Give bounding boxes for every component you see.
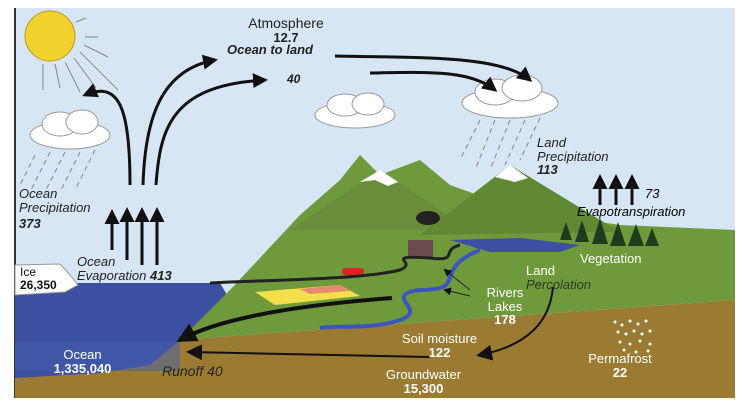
lake [450,238,580,252]
factory-icon [408,240,433,258]
ocean-to-land-value: 40 [287,72,301,86]
mountain [420,165,620,235]
ice [14,263,79,296]
evapotranspiration-label: Evapotranspiration [577,204,686,219]
car-icon [342,268,364,275]
trees [560,218,659,246]
ocean-to-land-label: Ocean to land [227,42,313,57]
cloud-icon [29,109,111,150]
runoff-label: Runoff 40 [162,363,223,379]
evapotranspiration-value: 73 [645,186,660,201]
ocean-evaporation-label: Ocean Evaporation 413 [77,254,172,283]
permafrost-dots [613,319,652,354]
rain-icon [19,117,541,193]
soil [15,300,735,398]
sun-icon [24,10,119,93]
vegetation-label: Vegetation [580,251,642,266]
cloud-icon [314,92,396,129]
